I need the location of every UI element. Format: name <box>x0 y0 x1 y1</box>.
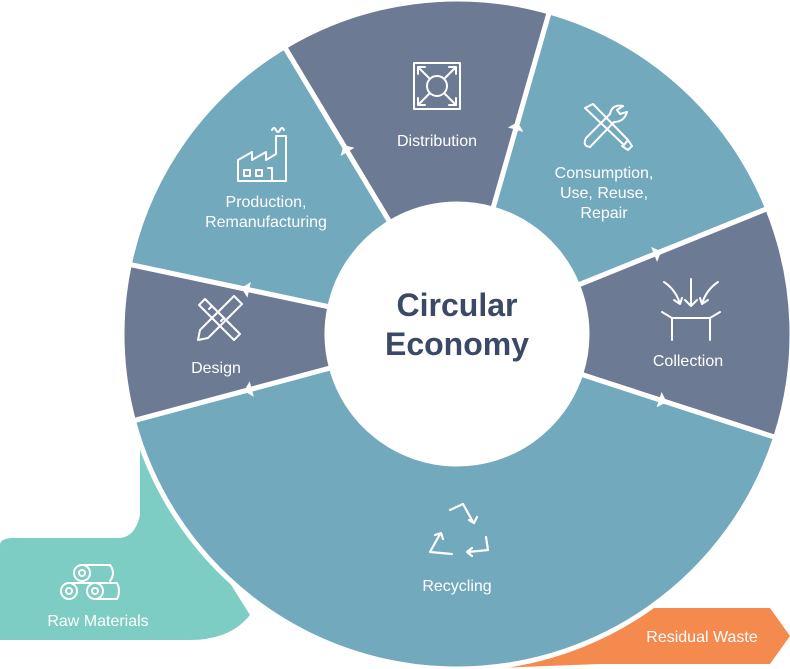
segment-label-production-2: Remanufacturing <box>205 214 327 231</box>
notch-collection <box>651 246 662 262</box>
segment-label-consumption-1: Consumption, <box>555 165 654 182</box>
segment-label-production-1: Production, <box>226 194 307 211</box>
notch-recycling <box>656 392 667 408</box>
segment-label-recycling: Recycling <box>422 578 491 595</box>
tools-icon <box>583 103 633 151</box>
expand-arrows-icon <box>413 62 461 110</box>
segment-label-collection: Collection <box>653 353 723 370</box>
notch-consumption <box>507 122 524 132</box>
segment-label-distribution: Distribution <box>397 133 477 150</box>
segment-label-consumption-2: Use, Reuse, <box>560 185 648 202</box>
center-title-line1: Circular <box>397 287 518 323</box>
residual-waste-label: Residual Waste <box>646 629 758 646</box>
recycle-icon <box>428 502 490 558</box>
center-title-line2: Economy <box>385 326 529 362</box>
raw-materials-label: Raw Materials <box>47 613 148 630</box>
notch-production <box>241 281 251 298</box>
center-circle <box>327 204 587 464</box>
segment-label-consumption-3: Repair <box>580 205 628 222</box>
raw-materials-tab <box>0 440 250 640</box>
notch-distribution <box>340 144 355 156</box>
segment-label-design: Design <box>191 360 241 377</box>
wheel <box>119 0 790 669</box>
collection-box-icon <box>661 278 721 341</box>
factory-icon <box>237 127 287 182</box>
pencil-ruler-icon <box>197 295 243 341</box>
segment-notches <box>241 122 667 408</box>
notch-design <box>244 381 254 397</box>
logs-icon <box>60 564 120 600</box>
